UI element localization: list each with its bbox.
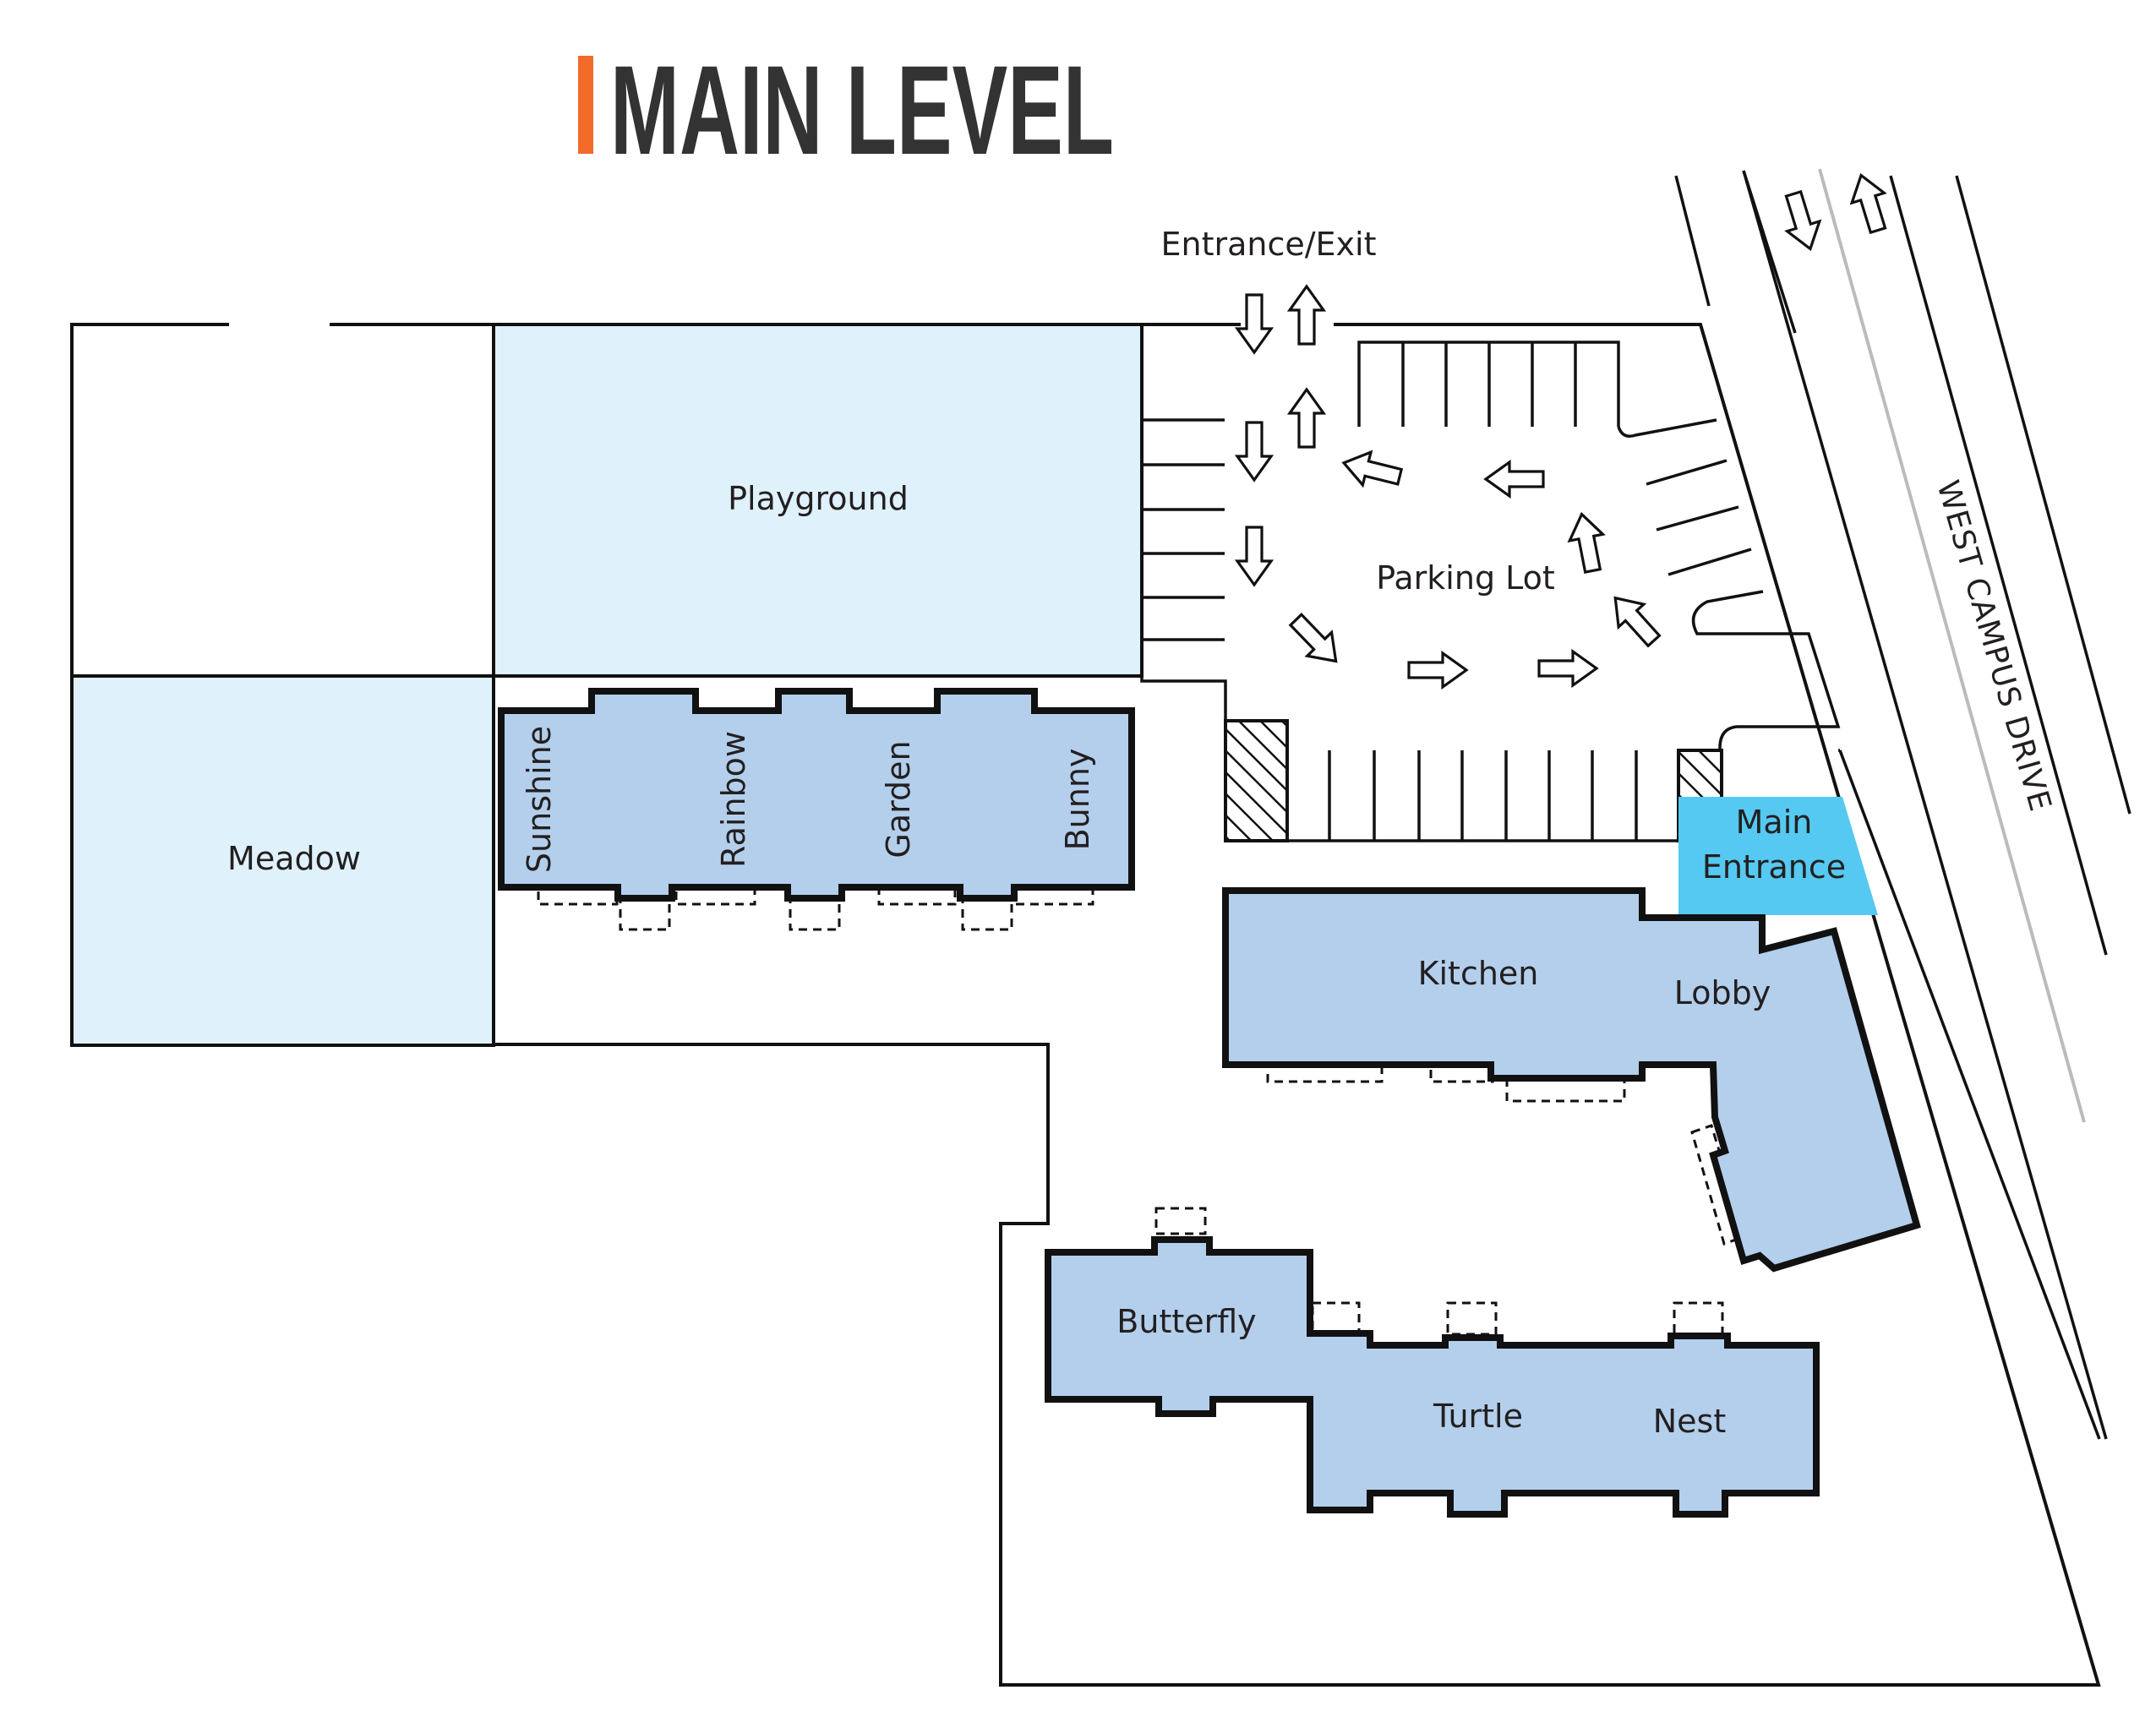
road-arrow-up: [1843, 169, 1896, 237]
room-rainbow: Rainbow: [715, 731, 752, 868]
parking-lot-label: Parking Lot: [1376, 559, 1555, 597]
parking-lot: [1140, 324, 1841, 842]
main-building: [1222, 797, 1921, 1273]
playground-label: Playground: [728, 480, 909, 517]
parking-arrow-down-2: [1236, 526, 1273, 586]
parking-arrow-right-1: [1407, 651, 1468, 689]
parking-arrow-in: [1236, 293, 1273, 354]
main-entrance-label-line2: Entrance: [1702, 848, 1846, 886]
parking-arrow-down-right: [1282, 607, 1350, 674]
room-garden: Garden: [880, 740, 917, 858]
parking-arrow-down-1: [1236, 421, 1273, 482]
title-accent-bar: [578, 56, 593, 154]
parking-arrow-left-1: [1338, 444, 1405, 495]
main-entrance-label-line1: Main: [1736, 804, 1813, 841]
entrance-exit-label: Entrance/Exit: [1160, 226, 1376, 263]
road-arrow-down: [1776, 188, 1828, 255]
accessible-parking-left: [1224, 719, 1289, 842]
classroom-building-bottom: [1045, 1207, 1820, 1518]
room-nest: Nest: [1653, 1403, 1727, 1440]
parking-arrow-up-right: [1601, 585, 1668, 654]
road-label: WEST CAMPUS DRIVE: [1929, 477, 2057, 815]
classroom-building-top: [498, 688, 1135, 931]
parking-arrow-left-2: [1484, 461, 1545, 498]
room-butterfly: Butterfly: [1116, 1303, 1256, 1340]
parking-arrow-up-1: [1288, 388, 1325, 449]
room-sunshine: Sunshine: [521, 726, 558, 873]
parking-arrow-right-2: [1537, 650, 1598, 687]
room-lobby: Lobby: [1674, 974, 1771, 1011]
page-title: MAIN LEVEL: [610, 39, 1114, 181]
parking-arrow-out: [1288, 285, 1325, 346]
meadow-area: [70, 674, 495, 1047]
parking-arrow-up-2: [1564, 510, 1611, 575]
room-bunny: Bunny: [1059, 749, 1096, 851]
meadow-label: Meadow: [227, 840, 361, 877]
playground-area: [492, 323, 1143, 678]
room-turtle: Turtle: [1433, 1398, 1523, 1435]
room-kitchen: Kitchen: [1418, 955, 1539, 992]
main-entrance-area: [1678, 797, 1878, 915]
